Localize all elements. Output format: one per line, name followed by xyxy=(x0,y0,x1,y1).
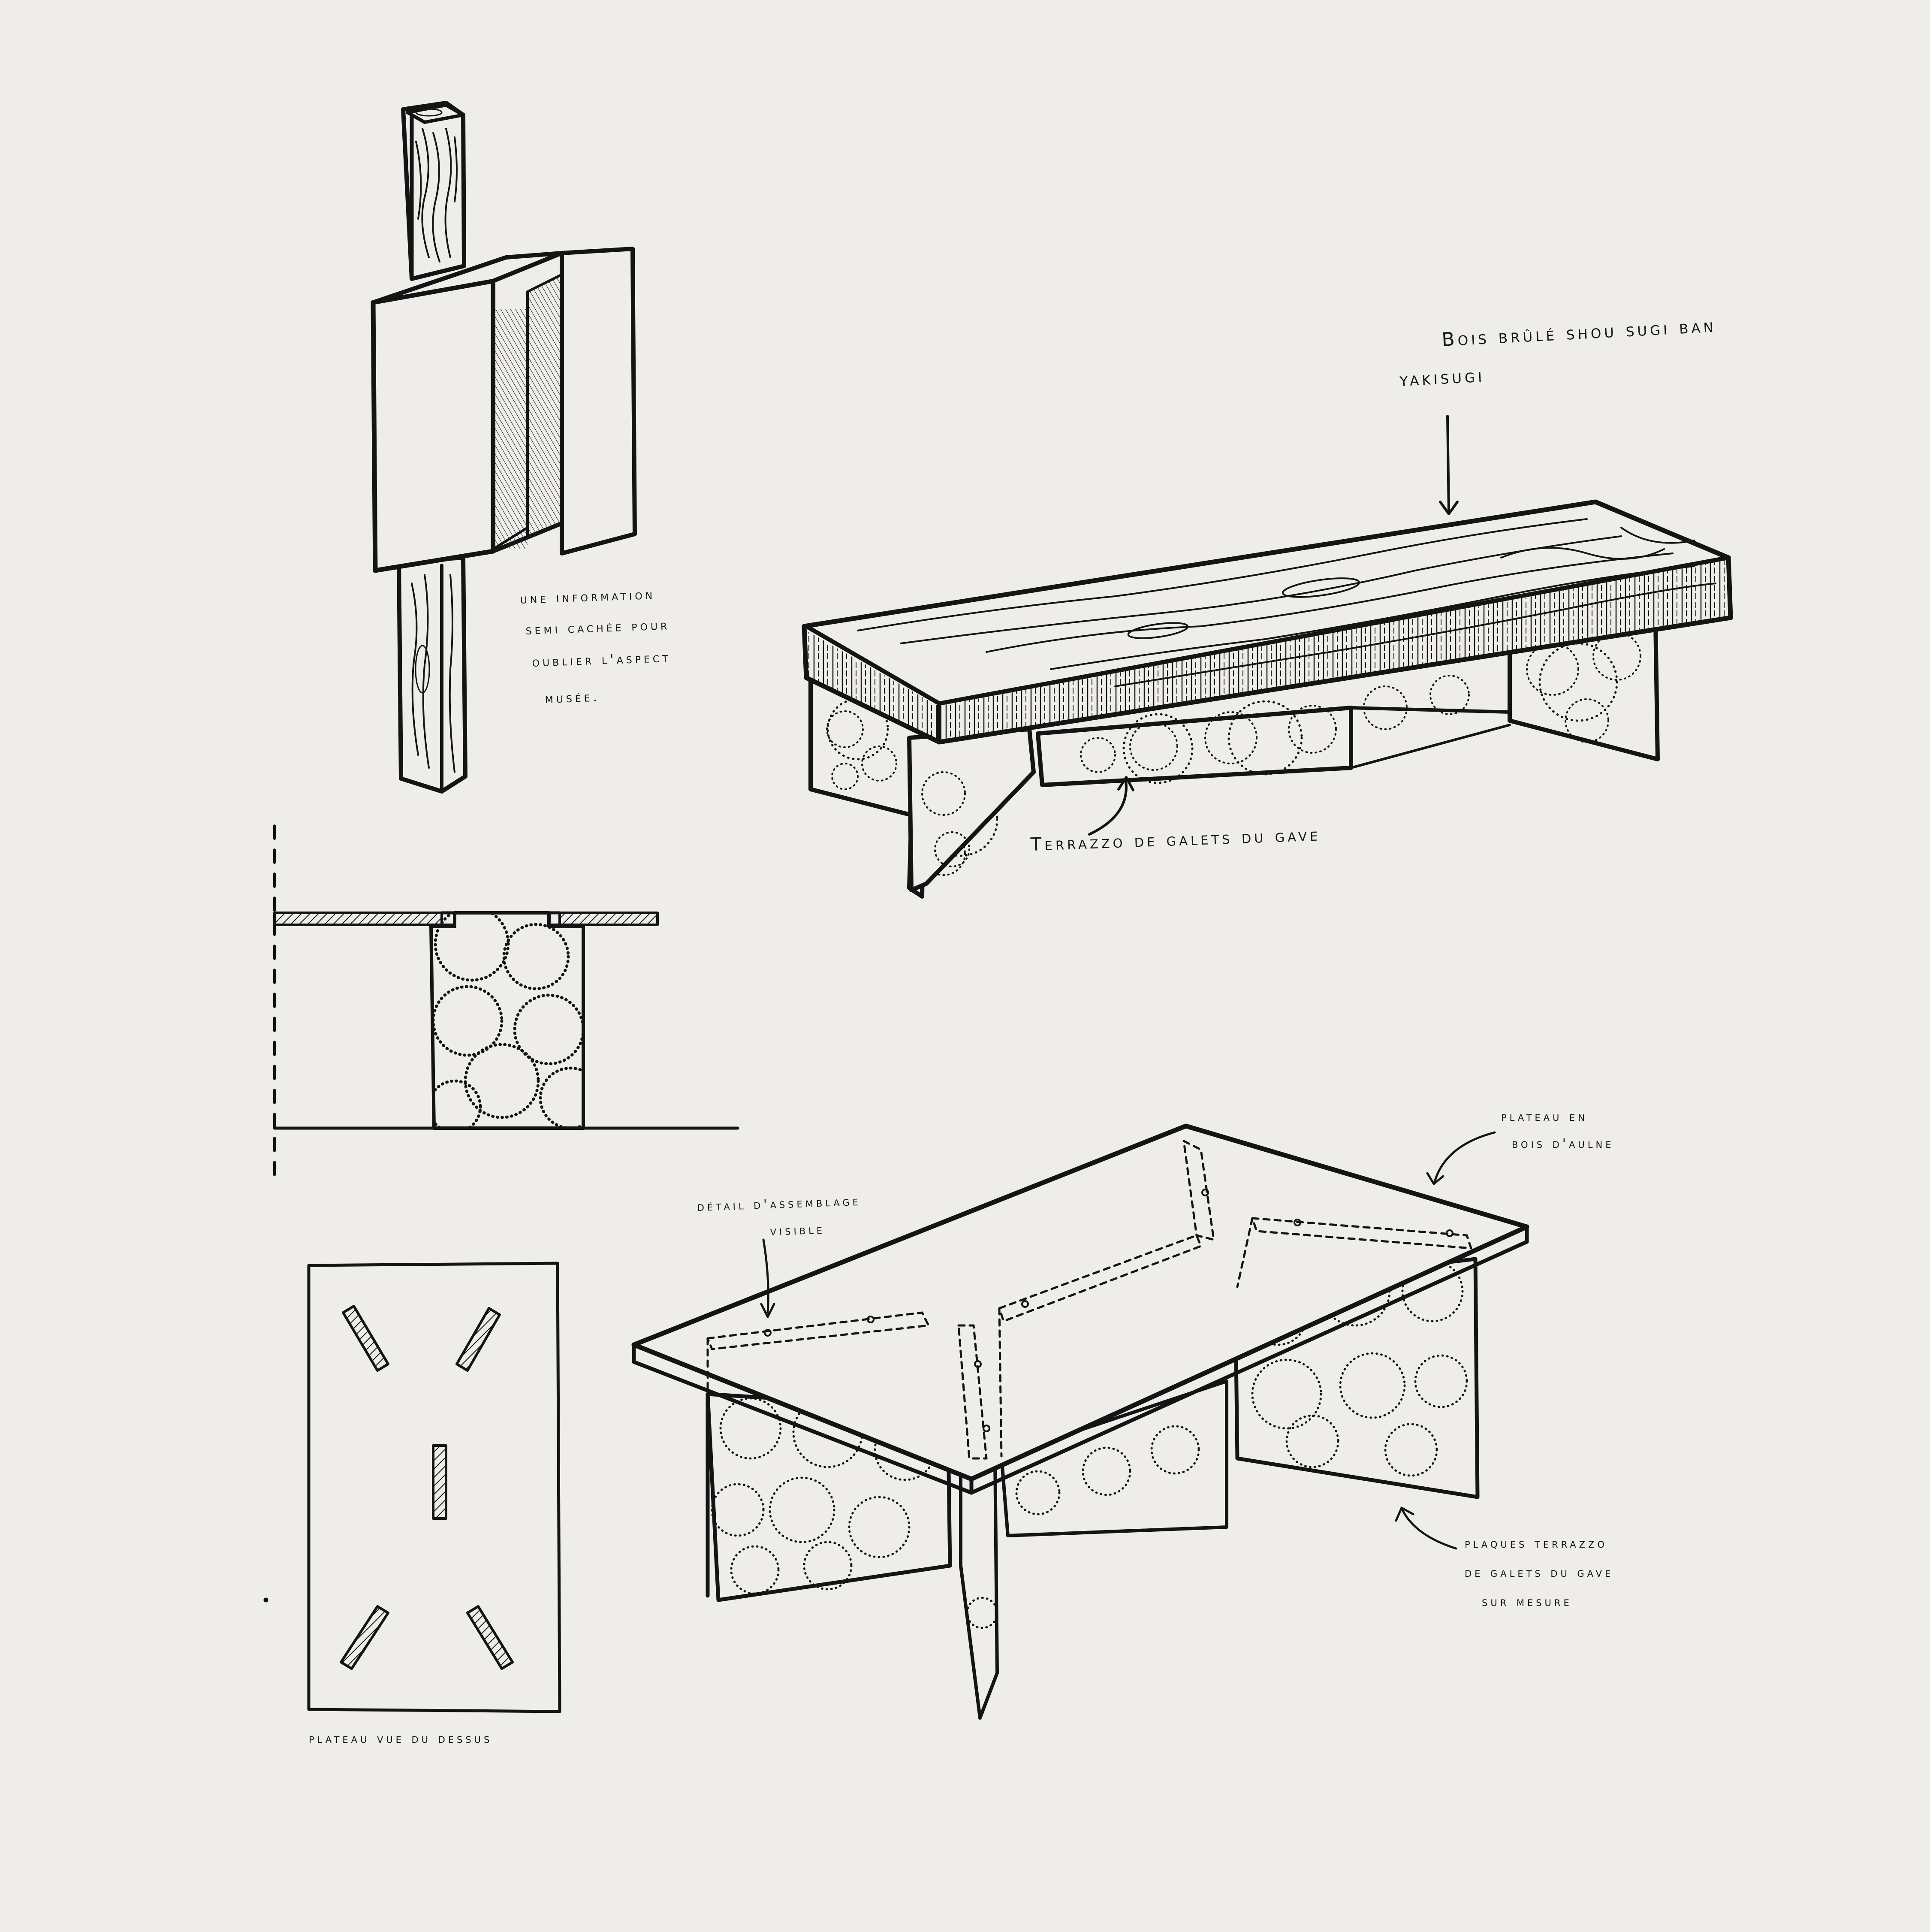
panel-info-line-4: musée. xyxy=(545,689,600,706)
table-top-line-1: plateau en xyxy=(1501,1109,1588,1124)
table-top-line-2: bois d'aulne xyxy=(1512,1136,1614,1151)
bench-wood-note-2: yakisugi xyxy=(1399,364,1486,391)
top-view-caption: plateau vue du dessus xyxy=(309,1731,493,1746)
post-with-panel-sketch xyxy=(371,101,637,794)
table-plates-line-3: sur mesure xyxy=(1482,1594,1572,1609)
bench-sketch xyxy=(802,415,1733,899)
table-sketch xyxy=(631,1123,1529,1720)
table-plates-line-1: plaques terrazzo xyxy=(1465,1536,1607,1551)
table-plates-line-2: de galets du gave xyxy=(1465,1565,1614,1580)
section-detail-sketch xyxy=(273,824,739,1179)
assembly-detail-line-2: visible xyxy=(770,1222,826,1239)
top-view-sketch xyxy=(263,1262,561,1713)
